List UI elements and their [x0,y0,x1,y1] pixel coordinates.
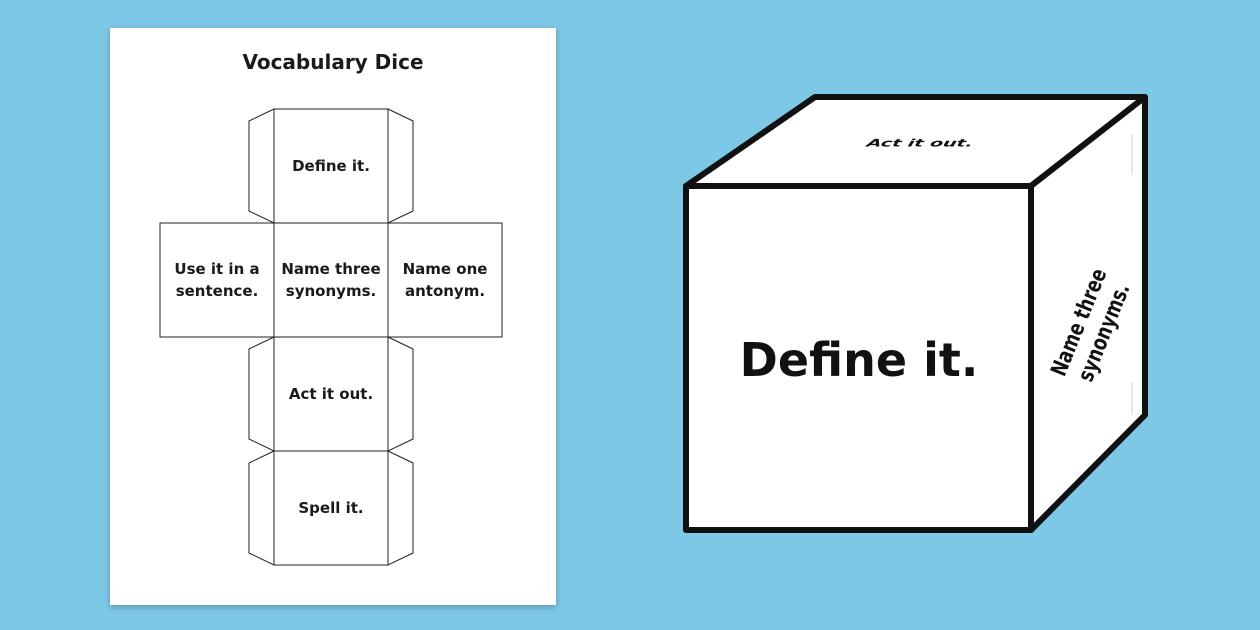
cube-front-label: Define it. [739,333,979,387]
net-label-right: Name one antonym. [402,260,488,300]
net-face-center [273,222,389,338]
net-tab [387,108,414,224]
cube-front-face [683,183,1034,533]
net-label-center: Name three synonyms. [281,260,381,300]
net-face-left [159,222,275,338]
worksheet-page: Vocabulary Dice Define it. Use it in a s… [110,28,556,605]
net-tab [248,450,275,566]
net-face-right [387,222,503,338]
net-tab [387,336,414,452]
worksheet-title: Vocabulary Dice [242,50,424,74]
net-tab [248,108,275,224]
net-tab [387,450,414,566]
net-face-bottom [273,450,389,566]
net-label-lower: Act it out. [288,385,374,403]
net-tab [248,336,275,452]
net-label-left: Use it in a sentence. [174,260,260,300]
dice-net [159,108,503,566]
cube-top-label: Act it out. [865,136,975,150]
net-label-bottom: Spell it. [298,499,364,517]
net-label-top: Define it. [292,157,370,175]
net-face-lower [273,336,389,452]
